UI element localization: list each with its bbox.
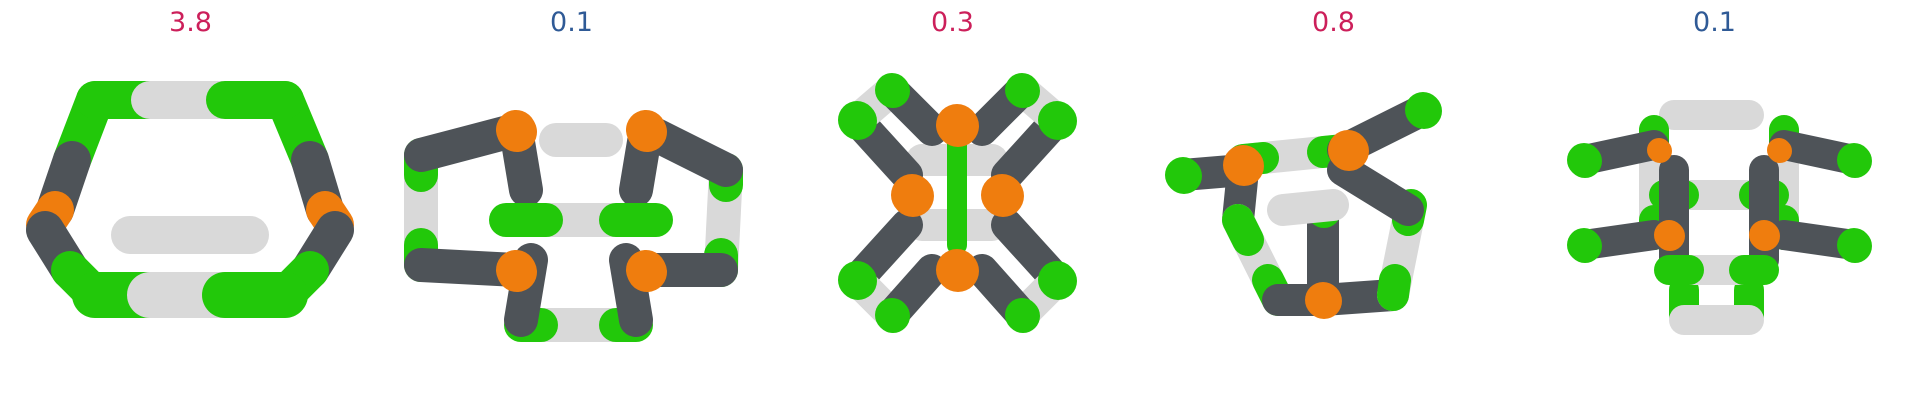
molecule-panel-3: 0.3 — [762, 0, 1143, 416]
molecule-image-3 — [838, 73, 1077, 333]
score-label-3: 0.3 — [931, 7, 974, 38]
molecule-panel-2: 0.1 — [381, 0, 762, 416]
score-label-4: 0.8 — [1312, 7, 1355, 38]
molecule-panel-5: 0.1 — [1524, 0, 1905, 416]
score-label-1: 3.8 — [169, 7, 212, 38]
molecule-image-1 — [26, 81, 354, 318]
molecule-image-5 — [1567, 100, 1872, 335]
molecule-image-4 — [1165, 92, 1442, 319]
molecule-image-2 — [404, 110, 743, 342]
score-label-2: 0.1 — [550, 7, 593, 38]
molecule-panel-4: 0.8 — [1143, 0, 1524, 416]
score-label-5: 0.1 — [1693, 7, 1736, 38]
molecule-panel-1: 3.8 — [0, 0, 381, 416]
